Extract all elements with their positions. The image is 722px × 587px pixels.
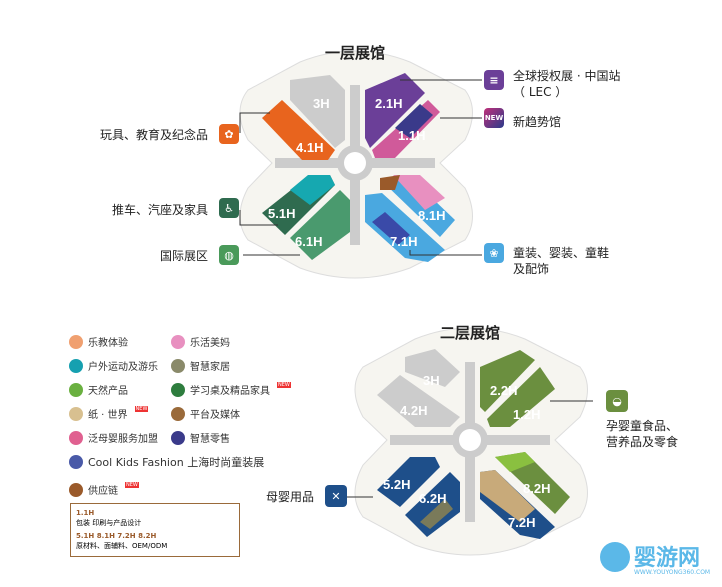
hall-5-2h bbox=[377, 457, 440, 507]
hall-label: 7.2H bbox=[508, 515, 535, 530]
new-icon: NEW bbox=[484, 108, 504, 128]
hall-3h bbox=[290, 75, 345, 148]
hall-4-2h bbox=[377, 375, 460, 427]
floor2-map: 3H 4.2H 2.2H 1.2H 5.2H 6.2H 7.2H 8.2H bbox=[326, 327, 593, 556]
legend-item: 智慧零售 bbox=[171, 430, 230, 445]
edu-experience-icon bbox=[69, 334, 83, 349]
media-icon bbox=[171, 406, 185, 421]
baby-products-icon: ✕ bbox=[325, 485, 347, 507]
hall-label: 1.1H bbox=[398, 128, 425, 143]
supply-chain-box: 1.1H 包装 印刷与产品设计 5.1H 8.1H 7.2H 8.2H 原材料、… bbox=[70, 503, 240, 557]
callout-label: 孕婴童食品、 bbox=[606, 419, 679, 433]
toy-icon: ✿ bbox=[219, 124, 239, 144]
hall-label: 7.1H bbox=[390, 234, 417, 249]
hall-2-1h bbox=[365, 73, 425, 148]
hall-label: 8.1H bbox=[418, 208, 445, 223]
legend-item: 天然产品 bbox=[69, 382, 128, 397]
hall-8-1h bbox=[383, 177, 455, 237]
callout-label: 全球授权展 · 中国站 bbox=[513, 69, 621, 83]
stroller-icon: ♿ bbox=[219, 198, 239, 218]
legend-item: Cool Kids Fashion 上海时尚童装展 bbox=[69, 454, 264, 470]
supply-chain-icon bbox=[69, 482, 83, 497]
floor2-title: 二层展馆 bbox=[440, 324, 501, 342]
callout-label: 新趋势馆 bbox=[513, 115, 562, 129]
hall-2-2h bbox=[480, 350, 535, 412]
food-icon: ◒ bbox=[606, 390, 628, 412]
callout-label: 推车、汽座及家具 bbox=[112, 203, 209, 217]
logo-text: 婴游网 bbox=[634, 546, 701, 571]
hall-label: 1.2H bbox=[513, 407, 540, 422]
floor1-map: 3H 4.1H 2.1H 1.1H 5.1H 6.1H 8.1H 7.1H bbox=[239, 50, 482, 279]
fashion-icon bbox=[69, 455, 83, 469]
callout-label: （ LEC ） bbox=[513, 85, 568, 99]
legend-item: 户外运动及游乐 bbox=[69, 358, 158, 373]
callout-label: 童装、婴装、童鞋 bbox=[513, 246, 610, 260]
hall-label: 5.2H bbox=[383, 477, 410, 492]
hall-label: 6.2H bbox=[419, 491, 446, 506]
hall-label: 5.1H bbox=[268, 206, 295, 221]
hall-label: 4.2H bbox=[400, 403, 427, 418]
hall-label: 3H bbox=[313, 96, 330, 111]
hall-3h bbox=[405, 349, 460, 387]
legend-item: 乐活美妈 bbox=[171, 334, 230, 349]
floor1-title: 一层展馆 bbox=[325, 44, 386, 62]
legend-item: 泛母婴服务加盟 bbox=[69, 430, 158, 445]
callout-label: 及配饰 bbox=[513, 262, 550, 276]
hall-label: 3H bbox=[423, 373, 440, 388]
callout-lines bbox=[239, 79, 482, 256]
hall-label: 8.2H bbox=[523, 481, 550, 496]
callout-label: 玩具、教育及纪念品 bbox=[100, 128, 209, 142]
callout-label: 营养品及零食 bbox=[606, 435, 679, 449]
lec-icon: ≡ bbox=[484, 70, 504, 90]
hall-label: 4.1H bbox=[296, 140, 323, 155]
desk-icon bbox=[171, 382, 185, 397]
hall-label: 2.1H bbox=[375, 96, 402, 111]
hall-6-1h bbox=[290, 190, 350, 260]
youyong-logo-icon bbox=[600, 542, 630, 572]
outdoor-icon bbox=[69, 358, 83, 373]
hall-label: 2.2H bbox=[490, 383, 517, 398]
callout-label: 母婴用品 bbox=[266, 490, 315, 504]
natural-icon bbox=[69, 382, 83, 397]
globe-icon: ◍ bbox=[219, 245, 239, 265]
legend-item: 平台及媒体 bbox=[171, 406, 240, 421]
hall-1-2h bbox=[487, 367, 555, 427]
legend-item: 智慧家居 bbox=[171, 358, 230, 373]
clothing-icon: ❀ bbox=[484, 243, 504, 263]
smart-home-icon bbox=[171, 358, 185, 373]
legend-item: 乐教体验 bbox=[69, 334, 128, 349]
hall-label: 6.1H bbox=[295, 234, 322, 249]
smart-retail-icon bbox=[171, 430, 185, 445]
franchise-icon bbox=[69, 430, 83, 445]
hall-7-1h bbox=[365, 193, 445, 262]
hall-6-2h bbox=[405, 472, 460, 537]
paper-icon bbox=[69, 406, 83, 421]
logo-url: WWW.YOUYONG360.COM bbox=[634, 569, 711, 576]
callout-label: 国际展区 bbox=[160, 249, 209, 263]
mom-icon bbox=[171, 334, 185, 349]
hall-4-1h bbox=[262, 100, 335, 160]
